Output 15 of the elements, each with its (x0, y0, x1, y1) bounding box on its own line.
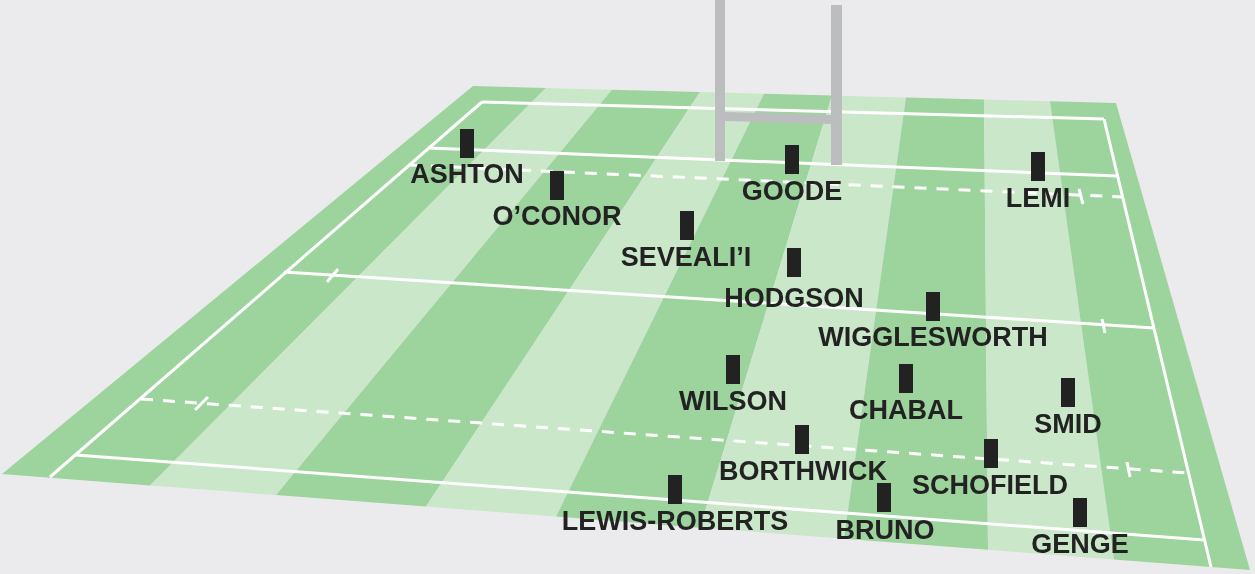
player-name: WIGGLESWORTH (818, 324, 1048, 351)
player-name: SMID (1034, 411, 1102, 438)
player-name: WILSON (679, 388, 787, 415)
player-name: GENGE (1031, 531, 1129, 558)
player-name: LEWIS-ROBERTS (561, 508, 789, 535)
player-name: GOODE (741, 178, 843, 205)
player-name: SCHOFIELD (912, 472, 1068, 499)
player-name: O’CONOR (492, 203, 622, 230)
player-name: ASHTON (410, 161, 524, 188)
player-name: BRUNO (835, 517, 935, 544)
player-name: HODGSON (724, 285, 864, 312)
player-name: CHABAL (849, 397, 963, 424)
player-name: LEMI (1005, 185, 1071, 212)
player-name: BORTHWICK (719, 458, 887, 485)
player-name: SEVEALI’I (620, 244, 752, 271)
